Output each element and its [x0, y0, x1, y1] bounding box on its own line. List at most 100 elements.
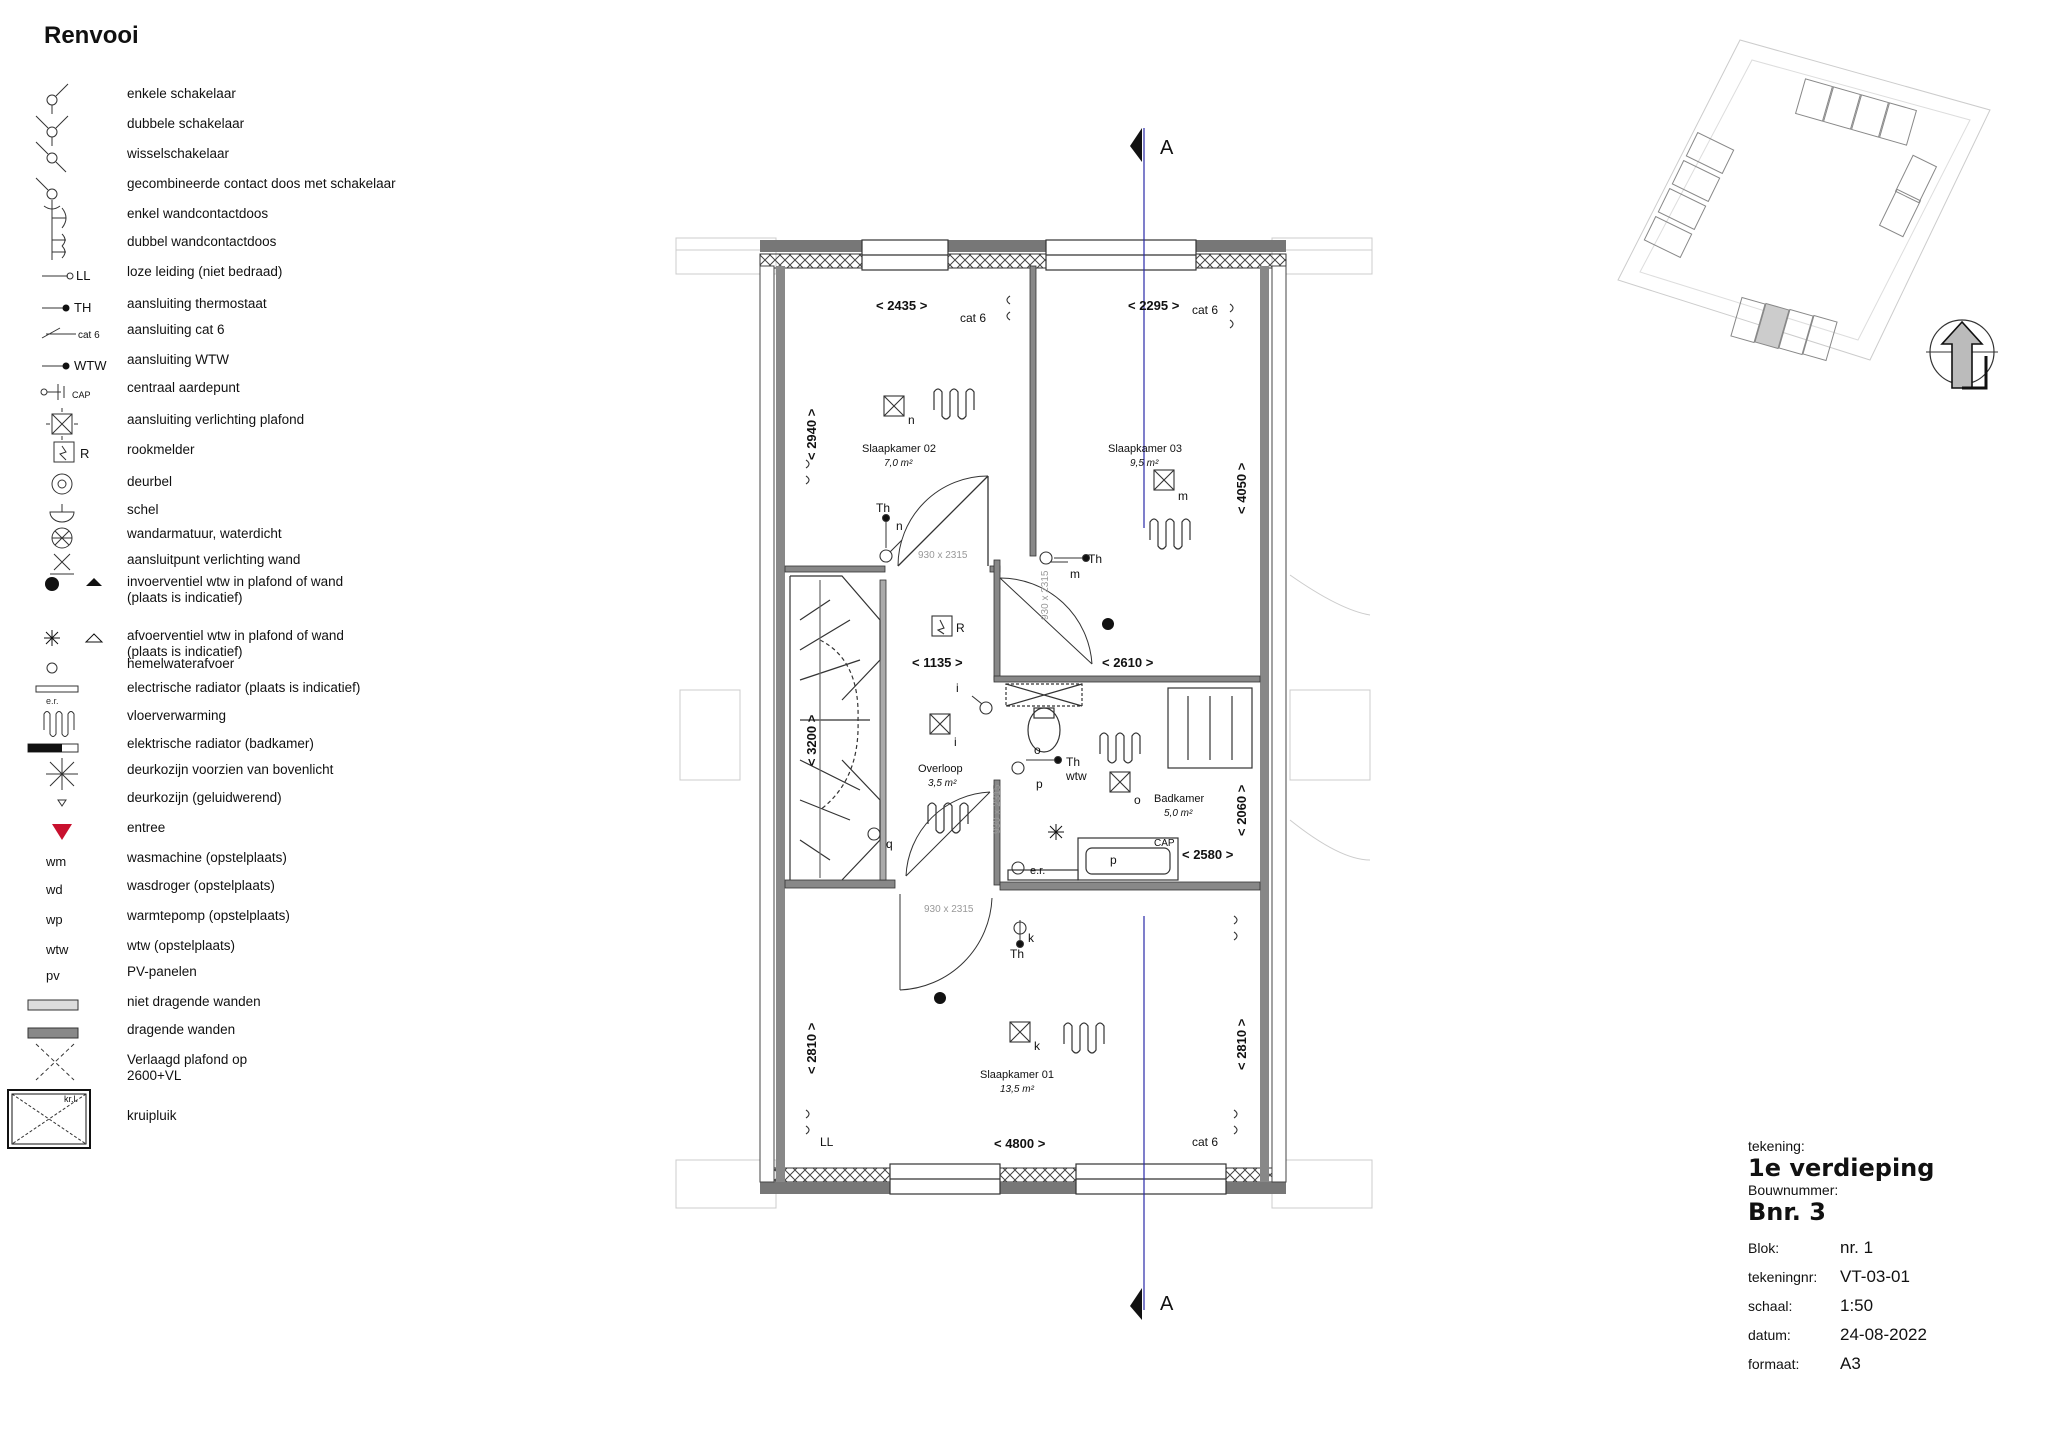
supply-vent-icon — [22, 562, 122, 606]
light-group-label: i — [956, 681, 959, 695]
double-switch-icon — [22, 104, 122, 148]
dimension-label: < 4050 > — [1234, 462, 1249, 514]
drawing-title: 1e verdieping — [1748, 1154, 1935, 1182]
legend-tag: wp — [45, 912, 63, 927]
thermostat-connection-icon — [882, 514, 1090, 948]
light-group-label: o — [1034, 743, 1041, 757]
ground-point-label: CAP — [1154, 838, 1175, 849]
title-block-value: 1:50 — [1840, 1296, 1874, 1315]
ground-point-icon: CAP — [22, 368, 122, 412]
dimension-label: < 3200 > — [804, 714, 819, 766]
room-name: Slaapkamer 03 — [1108, 443, 1182, 455]
legend-label: dragende wanden — [127, 1022, 236, 1037]
title-block-key: formaat: — [1748, 1356, 1800, 1372]
light-group-label: k — [1028, 931, 1035, 945]
legend-label: entree — [127, 820, 166, 835]
legend-tag: cat 6 — [78, 330, 100, 341]
dimension-label: < 1135 > — [912, 655, 963, 670]
legend-label: aansluitpunt verlichting wand — [127, 552, 301, 567]
legend-label: wasdroger (opstelplaats) — [127, 878, 275, 893]
legend-item: deurbel — [0, 473, 460, 500]
legend-label: invoerventiel wtw in plafond of wand (pl… — [127, 574, 344, 605]
rainwater-drain-icon — [22, 644, 122, 688]
windows — [861, 239, 1227, 1195]
legend-item: niet dragende wanden — [0, 994, 460, 1020]
wall-light-point-icon — [22, 540, 122, 584]
legend-label: elektrische radiator (badkamer) — [127, 736, 314, 751]
legend-item: TH aansluiting thermostaat — [0, 296, 460, 322]
legend-label: loze leiding (niet bedraad) — [127, 264, 283, 279]
crawl-hatch-icon: kr.l. — [7, 1089, 122, 1149]
non-bearing-wall-icon — [22, 982, 122, 1026]
supply-vent-icon — [934, 618, 1114, 1004]
cat6-label: cat 6 — [960, 311, 986, 325]
legend-label: aansluiting thermostaat — [127, 296, 267, 311]
title-block-key: datum: — [1748, 1327, 1791, 1343]
dimension-label: < 2295 > — [1128, 298, 1180, 313]
legend-item: wd wasdroger (opstelplaats) — [0, 878, 460, 904]
floor-heating-icon — [927, 388, 1191, 1054]
doors — [897, 475, 1093, 991]
room-name: Slaapkamer 02 — [862, 443, 936, 455]
single-switch-icon — [22, 74, 122, 118]
bathroom-radiator-icon — [22, 724, 122, 768]
legend-item: deurkozijn voorzien van bovenlicht — [0, 758, 460, 790]
thermostat-label: Th — [1066, 755, 1080, 769]
legend-item: dragende wanden — [0, 1022, 460, 1048]
legend-item: vloerverwarming — [0, 708, 460, 737]
legend-label: dubbele schakelaar — [127, 116, 245, 131]
legend-label: wandarmatuur, waterdicht — [127, 526, 282, 541]
interior-walls — [784, 265, 1261, 891]
drawing-label: tekening: — [1748, 1138, 1805, 1154]
dimension-label: < 2810 > — [1234, 1018, 1249, 1070]
electric-radiator-icon: e.r. — [22, 668, 122, 712]
legend-label: PV-panelen — [127, 964, 197, 979]
room-name: Badkamer — [1154, 793, 1204, 805]
smoke-detector-label: R — [956, 621, 965, 635]
legend-item: kr.l. kruipluik — [0, 1089, 460, 1149]
legend-item: wisselschakelaar — [0, 141, 460, 173]
section-line — [1130, 128, 1145, 1320]
room-area: 13,5 m² — [1000, 1084, 1035, 1095]
legend-item: wandarmatuur, waterdicht — [0, 526, 460, 552]
wall-socket-icon — [805, 295, 1238, 1135]
changeover-switch-icon — [22, 134, 122, 178]
empty-conduit-label: LL — [820, 1135, 834, 1149]
thermostat-label: Th — [1088, 552, 1102, 566]
legend-label: rookmelder — [127, 442, 195, 457]
cat6-label: cat 6 — [1192, 1135, 1218, 1149]
legend-label: dubbel wandcontactdoos — [127, 234, 277, 249]
legend-label: kruipluik — [127, 1108, 177, 1123]
waterproof-wall-fixture-icon — [22, 514, 122, 558]
door-size-label: 930 x 2315 — [992, 784, 1003, 834]
title-block: tekening: 1e verdieping Bouwnummer: Bnr.… — [1748, 1138, 2028, 1390]
lowered-ceiling-icon — [22, 1040, 122, 1084]
legend-abbreviation: wd — [22, 866, 122, 910]
title-block-value: 24-08-2022 — [1840, 1325, 1927, 1344]
dimension-label: < 2810 > — [804, 1022, 819, 1074]
legend-label: aansluiting verlichting plafond — [127, 412, 305, 427]
legend-abbreviation: pv — [22, 952, 122, 996]
legend-abbreviation: wtw — [22, 926, 122, 970]
room-area: 3,5 m² — [928, 778, 957, 789]
section-marker-bottom: A — [1160, 1293, 1174, 1315]
room-name: Slaapkamer 01 — [980, 1069, 1054, 1081]
legend-tag: wd — [45, 882, 63, 897]
legend-label: niet dragende wanden — [127, 994, 261, 1009]
dimension-label: < 4800 > — [994, 1136, 1046, 1151]
light-group-label: p — [1110, 853, 1117, 867]
empty-conduit-icon: LL — [22, 252, 122, 296]
legend-tag: TH — [74, 300, 91, 315]
legend-label: enkel wandcontactdoos — [127, 206, 269, 221]
door-size-label: 930 x 2315 — [924, 904, 974, 915]
legend-tag: kr.l. — [64, 1094, 78, 1104]
single-socket-icon — [22, 194, 122, 238]
title-block-value: nr. 1 — [1840, 1238, 1874, 1257]
entrance-icon — [22, 808, 122, 852]
legend-tag: LL — [76, 268, 90, 283]
smoke-detector-icon — [931, 615, 953, 637]
